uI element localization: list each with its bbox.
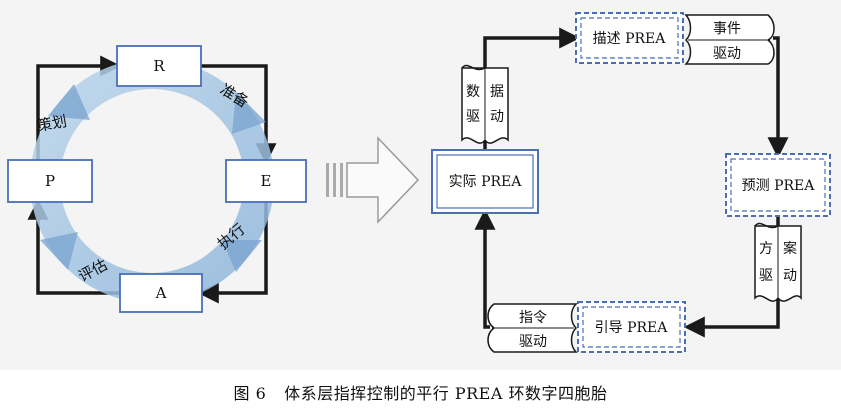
event-driven-scroll: 事件 驱动 [684,14,775,65]
guide-prea-box [577,301,686,353]
command-driven-line-2: 驱动 [519,334,547,350]
node-a-box [119,273,203,313]
cycle-connector-a-p [27,198,120,295]
node-p-box [7,159,93,203]
connector-describe-predict [767,36,789,159]
diagram-canvas: R E A P 准备 执行 评估 策划 [7,12,831,353]
node-p-label: P [45,172,55,190]
data-driven-char-1: 数 [466,84,480,100]
connector-guide-actual [474,208,496,329]
cycle-connector-e-a [197,202,268,304]
data-driven-scroll: 数 据 驱 动 [461,64,509,144]
command-driven-scroll: 指令 驱动 [487,303,578,353]
figure-number: 图 6 [233,384,267,403]
predict-prea-box [725,153,831,217]
predict-prea-label: 预测 PREA [742,178,816,194]
node-e-box [225,159,307,203]
plan-driven-scroll: 方 案 驱 动 [754,222,802,302]
ring-arrow-bottom-right [222,240,262,272]
describe-prea-label: 描述 PREA [593,31,667,47]
event-driven-line-2: 驱动 [713,46,741,62]
prea-cycle-diagram: R E A P 准备 执行 评估 策划 [7,45,307,313]
ring-arrow-top-right [232,92,266,134]
node-a-label: A [155,284,167,302]
node-e-label: E [261,172,272,190]
actual-prea-box [431,149,539,214]
transition-arrow [326,136,420,224]
data-driven-char-3: 驱 [466,109,480,125]
parallel-prea-diagram: 实际 PREA 描述 PREA 预测 PREA 引导 PREA 数 据 驱 动 [431,12,831,353]
plan-driven-char-3: 驱 [759,268,773,284]
ring-arrow-top-left [48,84,90,120]
figure-title: 体系层指挥控制的平行 PREA 环数字四胞胎 [284,384,608,403]
plan-driven-char-1: 方 [759,241,773,257]
cycle-connector-p-r [36,55,122,165]
node-r-box [116,45,202,87]
plan-driven-char-2: 案 [783,240,797,257]
actual-prea-label: 实际 PREA [449,174,523,190]
plan-driven-char-4: 动 [783,268,797,284]
guide-prea-label: 引导 PREA [595,320,669,336]
cycle-connector-r-e [201,64,277,165]
figure-caption: 图 6 体系层指挥控制的平行 PREA 环数字四胞胎 [0,380,841,404]
ring-arrow-bottom-left [40,232,78,270]
command-driven-line-1: 指令 [519,310,547,326]
data-driven-char-4: 动 [490,109,504,125]
event-driven-line-1: 事件 [713,21,741,37]
data-driven-char-2: 据 [490,84,504,100]
node-r-label: R [153,57,165,75]
describe-prea-box [575,12,684,64]
arc-label-plan: 策划 [36,112,69,135]
